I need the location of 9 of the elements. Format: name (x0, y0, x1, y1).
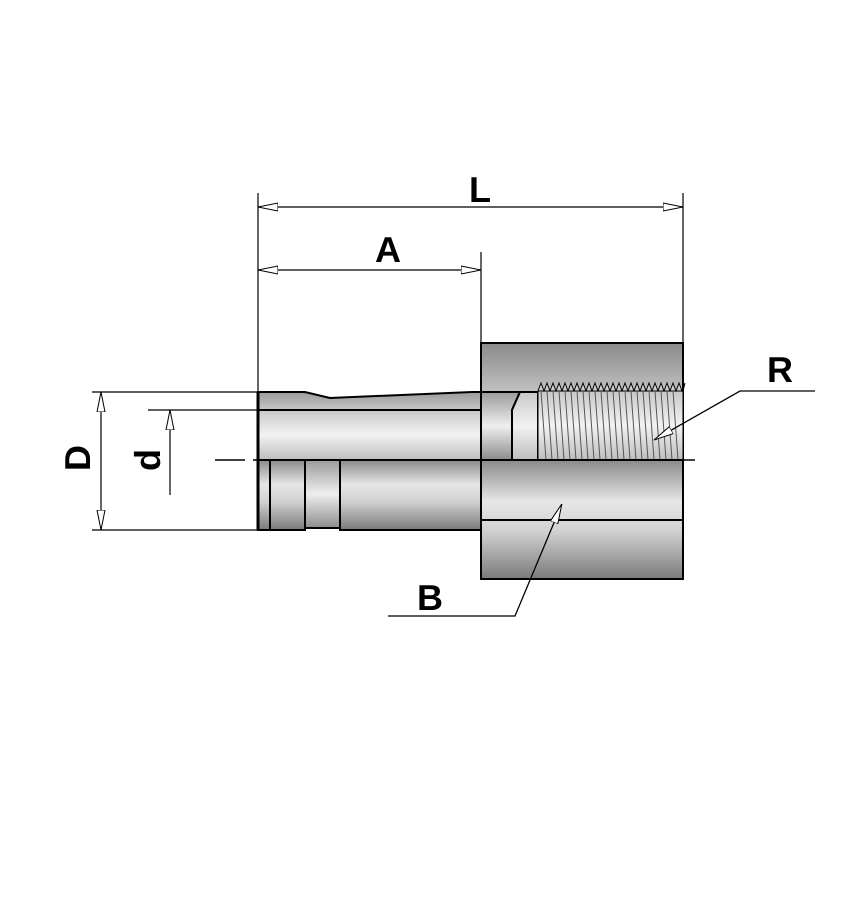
internal-thread-section (537, 382, 686, 460)
part-callout-letter: R (767, 352, 793, 388)
dimension-label: A (375, 232, 401, 268)
leader-line (388, 504, 562, 617)
dimension-label: d (130, 449, 166, 471)
part-callout-letter: B (417, 580, 443, 616)
leader-line (654, 390, 815, 441)
dimension-label: D (60, 445, 96, 471)
dimension-label: L (469, 172, 491, 208)
